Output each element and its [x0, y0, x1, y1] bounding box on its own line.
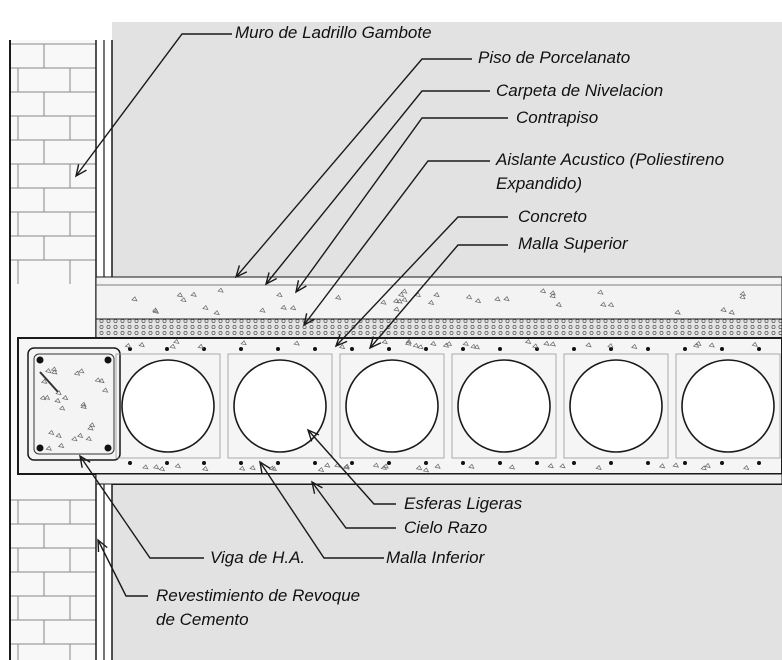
leader-malla-inferior [259, 461, 384, 559]
leader-lines [75, 33, 508, 597]
label-aislante-2: Expandido) [496, 174, 583, 193]
leader-malla-superior [369, 244, 508, 349]
leader-carpeta [265, 90, 490, 285]
acoustic-insulation-layer [95, 318, 782, 339]
leader-concreto [335, 216, 508, 347]
label-muro: Muro de Ladrillo Gambote [235, 23, 432, 42]
ceiling-plaster [95, 473, 782, 485]
reinforced-concrete-beam [27, 347, 121, 461]
leader-cielo [311, 481, 396, 529]
lower-room [112, 484, 782, 660]
arrowheads [74, 164, 382, 553]
leader-aislante [303, 160, 490, 326]
label-revestimiento-1: Revestimiento de Revoque [156, 586, 361, 605]
leader-revestimiento [97, 539, 148, 597]
light-spheres [115, 353, 781, 459]
floor-finish-layer [95, 276, 782, 320]
label-carpeta: Carpeta de Nivelacion [496, 81, 664, 100]
label-malla-inferior: Malla Inferior [386, 548, 485, 567]
label-malla-superior: Malla Superior [518, 234, 628, 253]
leader-piso [235, 58, 472, 278]
label-cielo: Cielo Razo [404, 518, 488, 537]
aggregate-marks [39, 287, 758, 473]
leader-esferas [307, 429, 396, 505]
leader-contrapiso [295, 117, 508, 293]
label-aislante-1: Aislante Acustico (Poliestireno [496, 150, 725, 169]
rebar-dots [36, 347, 761, 465]
leader-viga [79, 455, 204, 559]
upper-room [112, 22, 782, 278]
label-viga: Viga de H.A. [210, 548, 306, 567]
beam-stirrup [33, 353, 115, 455]
label-piso: Piso de Porcelanato [478, 48, 631, 67]
leader-muro [75, 33, 232, 177]
label-contrapiso: Contrapiso [516, 108, 599, 127]
label-esferas: Esferas Ligeras [404, 494, 523, 513]
label-concreto: Concreto [518, 207, 587, 226]
label-revestimiento-2: de Cemento [156, 610, 249, 629]
